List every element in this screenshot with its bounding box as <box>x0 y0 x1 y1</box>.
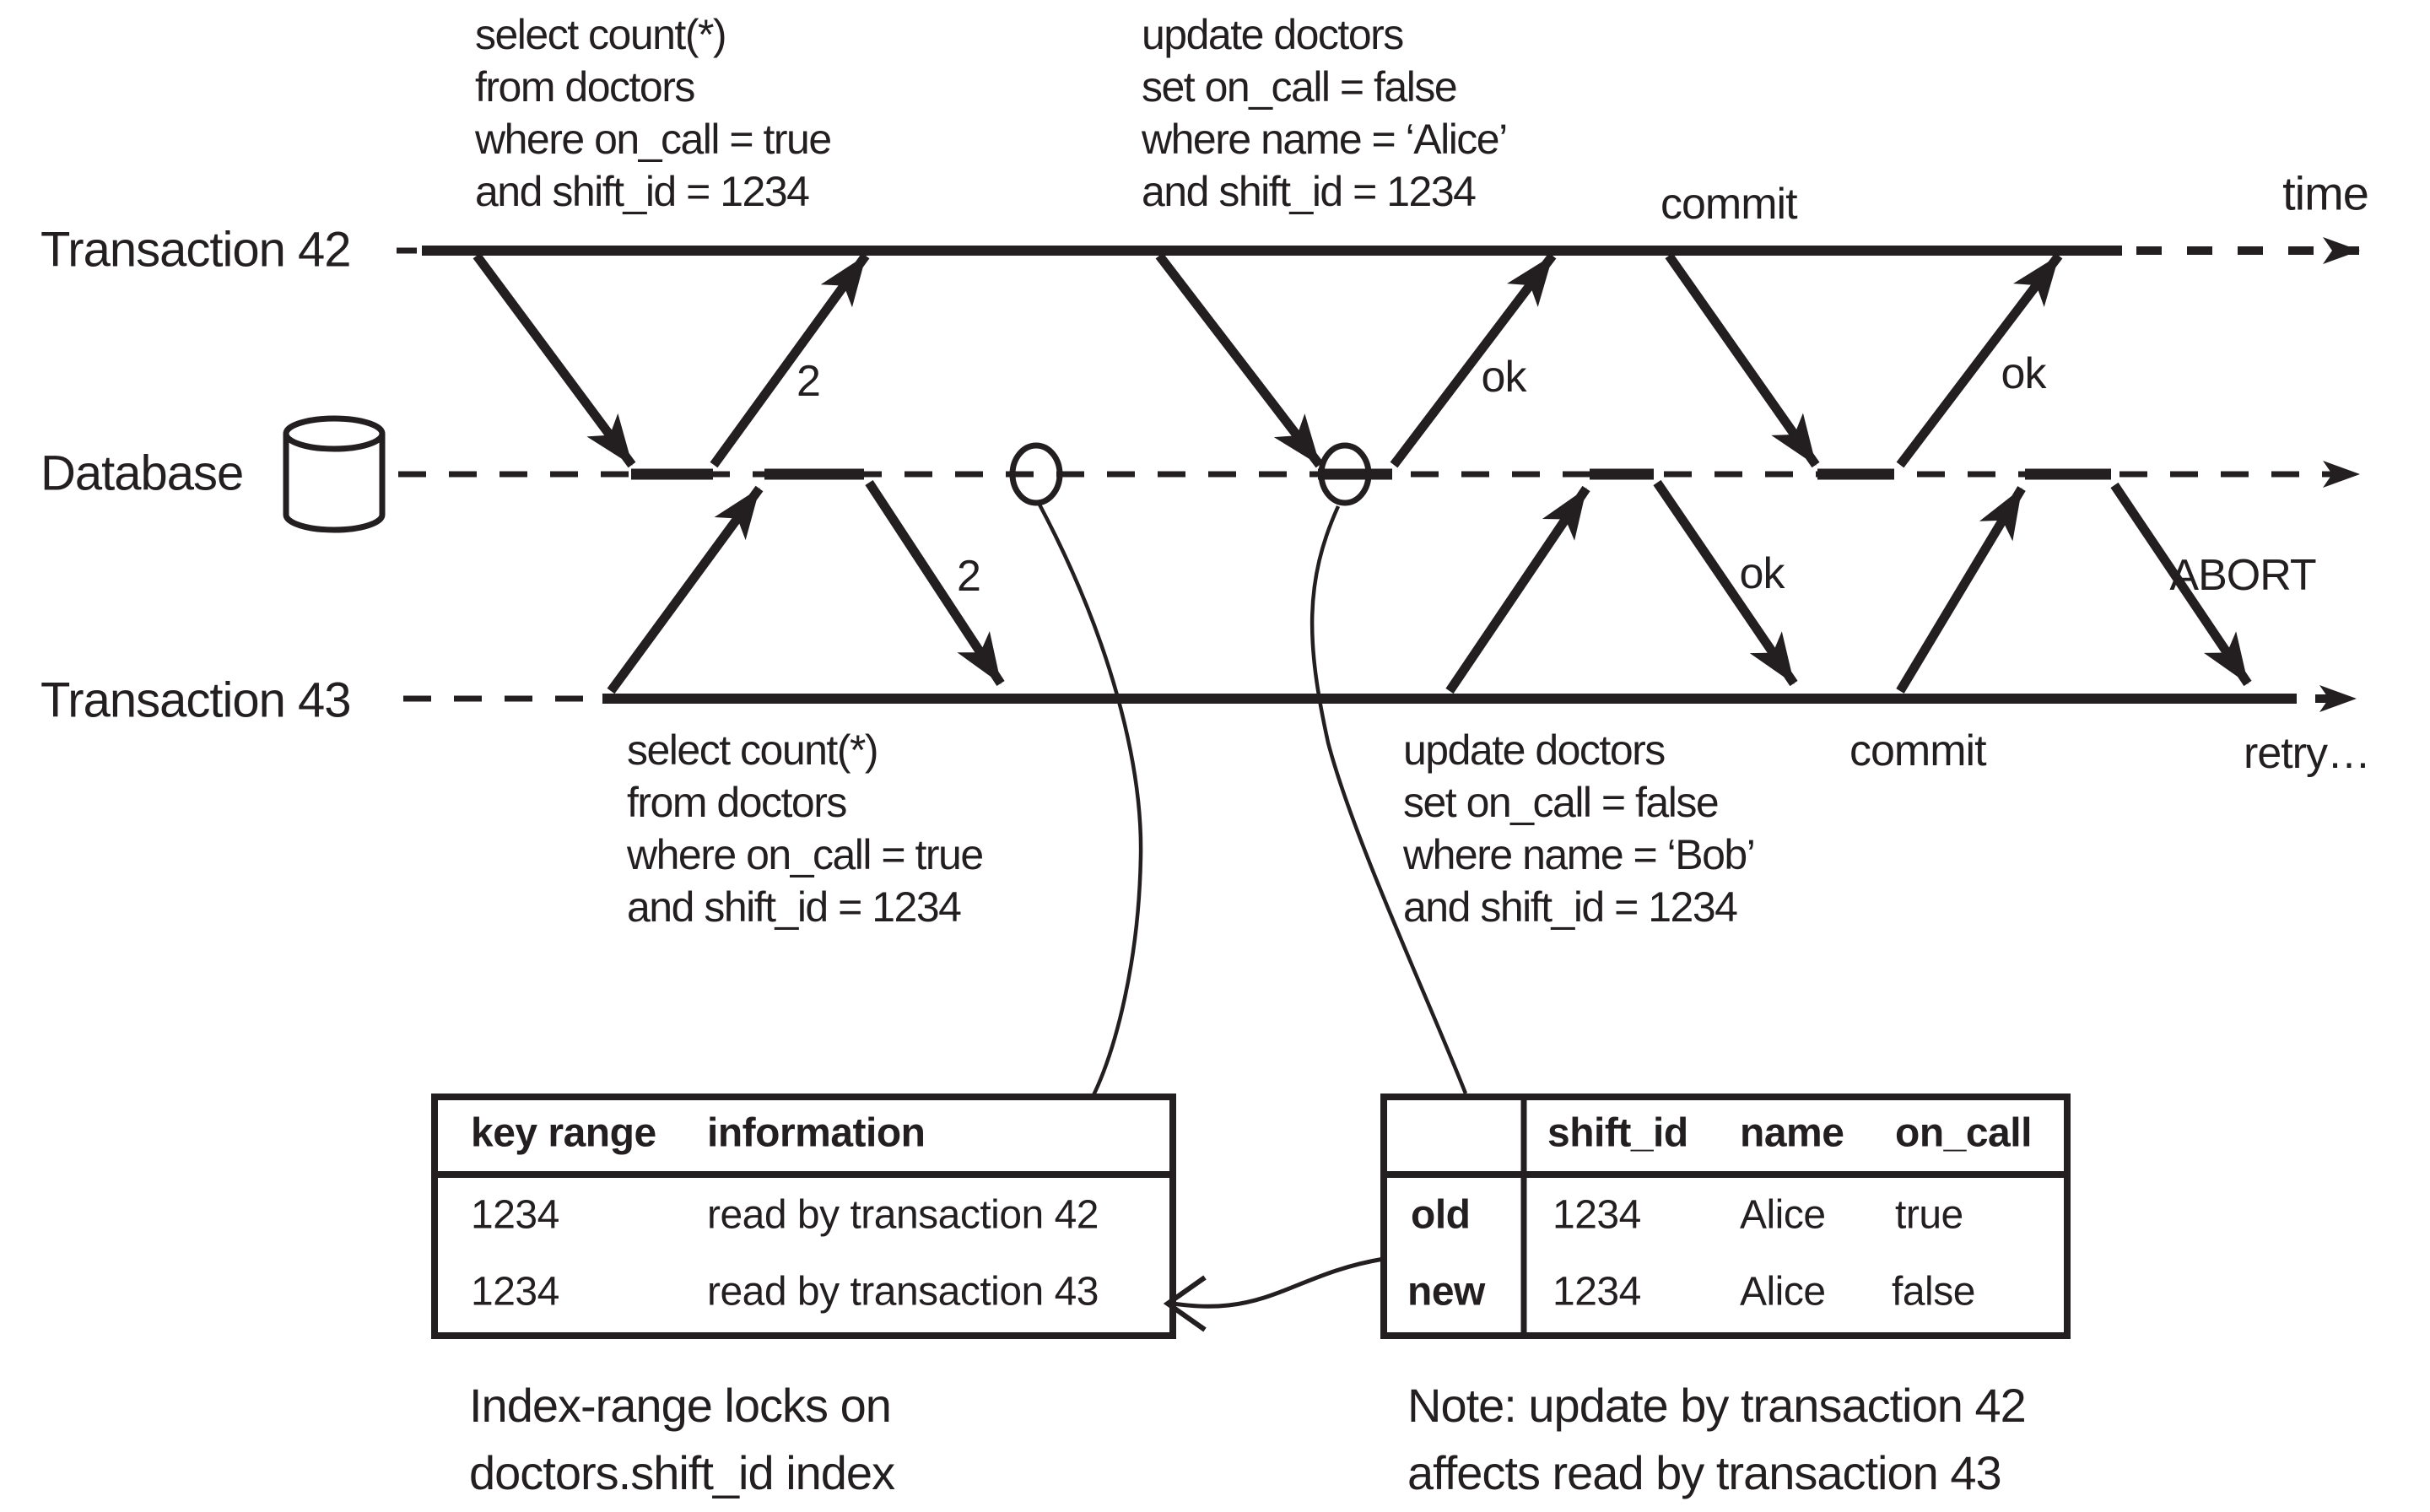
database-icon-body <box>283 434 386 533</box>
row-table-caption: Note: update by transaction 42 affects r… <box>1407 1379 2027 1499</box>
read-event-circle <box>1009 442 1063 506</box>
t42-update-query-text: update doctors set on_call = false where… <box>1142 11 1508 215</box>
message-arrows <box>472 252 2252 694</box>
t43-commit-label: commit <box>1850 726 1987 775</box>
write-event-circle <box>1318 442 1372 506</box>
t42-update-ok-label: ok <box>1481 353 1527 402</box>
note-arrow-curve <box>1172 1256 1385 1309</box>
row-table-old-name: Alice <box>1740 1192 1826 1238</box>
lane-label-transaction-43: Transaction 43 <box>40 672 352 728</box>
t42-commit-label: commit <box>1660 180 1798 229</box>
row-table-old-shift-id: 1234 <box>1552 1192 1641 1238</box>
note-arrowhead <box>1163 1275 1207 1332</box>
event-markers <box>1009 442 1372 506</box>
t42-select-response-arrow <box>710 252 870 468</box>
t43-abort-response-arrow <box>2110 482 2252 687</box>
row-table-header-name: name <box>1740 1110 1844 1156</box>
row-table-label-new: new <box>1407 1269 1485 1315</box>
connector-curves <box>1038 503 1468 1332</box>
t43-update-ok-label: ok <box>1739 549 1785 598</box>
t43-retry-label: retry… <box>2244 729 2371 778</box>
t42-update-response-arrow <box>1390 252 1557 468</box>
t43-update-request-arrow <box>1445 485 1590 694</box>
t42-commit-response-arrow <box>1896 252 2063 468</box>
t43-select-query-text: select count(*) from doctors where on_ca… <box>627 726 984 931</box>
time-axis-label: time <box>2282 166 2369 220</box>
table-borders <box>431 1094 2071 1339</box>
t42-commit-request-arrow <box>1665 252 1820 468</box>
lock-table-header-information: information <box>707 1110 926 1156</box>
write-event-to-row-table-curve <box>1310 505 1468 1094</box>
database-icon <box>283 415 386 533</box>
row-table-new-shift-id: 1234 <box>1552 1269 1641 1315</box>
t43-select-response-arrow <box>865 479 1005 687</box>
row-table-old-on-call: true <box>1895 1192 1963 1238</box>
t42-commit-ok-label: ok <box>2001 349 2047 398</box>
database-icon-top <box>283 415 386 452</box>
t43-select-request-arrow <box>607 485 764 694</box>
t43-select-result-label: 2 <box>957 552 981 601</box>
row-table-new-name: Alice <box>1740 1269 1826 1315</box>
lock-table-row1-key: 1234 <box>471 1192 559 1238</box>
t43-abort-label: ABORT <box>2169 551 2316 600</box>
lane-label-database: Database <box>40 446 244 501</box>
lock-table-border <box>431 1094 1176 1339</box>
lock-table-row2-key: 1234 <box>471 1269 559 1315</box>
t43-commit-request-arrow <box>1896 486 2026 694</box>
row-table-border <box>1380 1094 2071 1339</box>
t42-select-result-label: 2 <box>796 357 821 406</box>
t43-update-response-arrow <box>1653 479 1798 687</box>
row-table-header-shift-id: shift_id <box>1547 1110 1688 1156</box>
t43-update-query-text: update doctors set on_call = false where… <box>1403 726 1756 931</box>
lock-table-caption: Index-range locks on doctors.shift_id in… <box>469 1379 895 1499</box>
row-table-new-on-call: false <box>1892 1269 1975 1315</box>
read-event-to-lock-table-curve <box>1038 503 1143 1096</box>
lock-table-row1-info: read by transaction 42 <box>707 1192 1099 1238</box>
lane-label-transaction-42: Transaction 42 <box>40 222 352 278</box>
row-table-label-old: old <box>1411 1192 1471 1238</box>
row-table-header-on-call: on_call <box>1895 1110 2032 1156</box>
t42-select-query-text: select count(*) from doctors where on_ca… <box>475 11 832 215</box>
lock-table-header-key-range: key range <box>471 1110 656 1156</box>
t42-select-request-arrow <box>472 252 636 468</box>
lock-table-row2-info: read by transaction 43 <box>707 1269 1099 1315</box>
t42-update-request-arrow <box>1155 252 1324 468</box>
